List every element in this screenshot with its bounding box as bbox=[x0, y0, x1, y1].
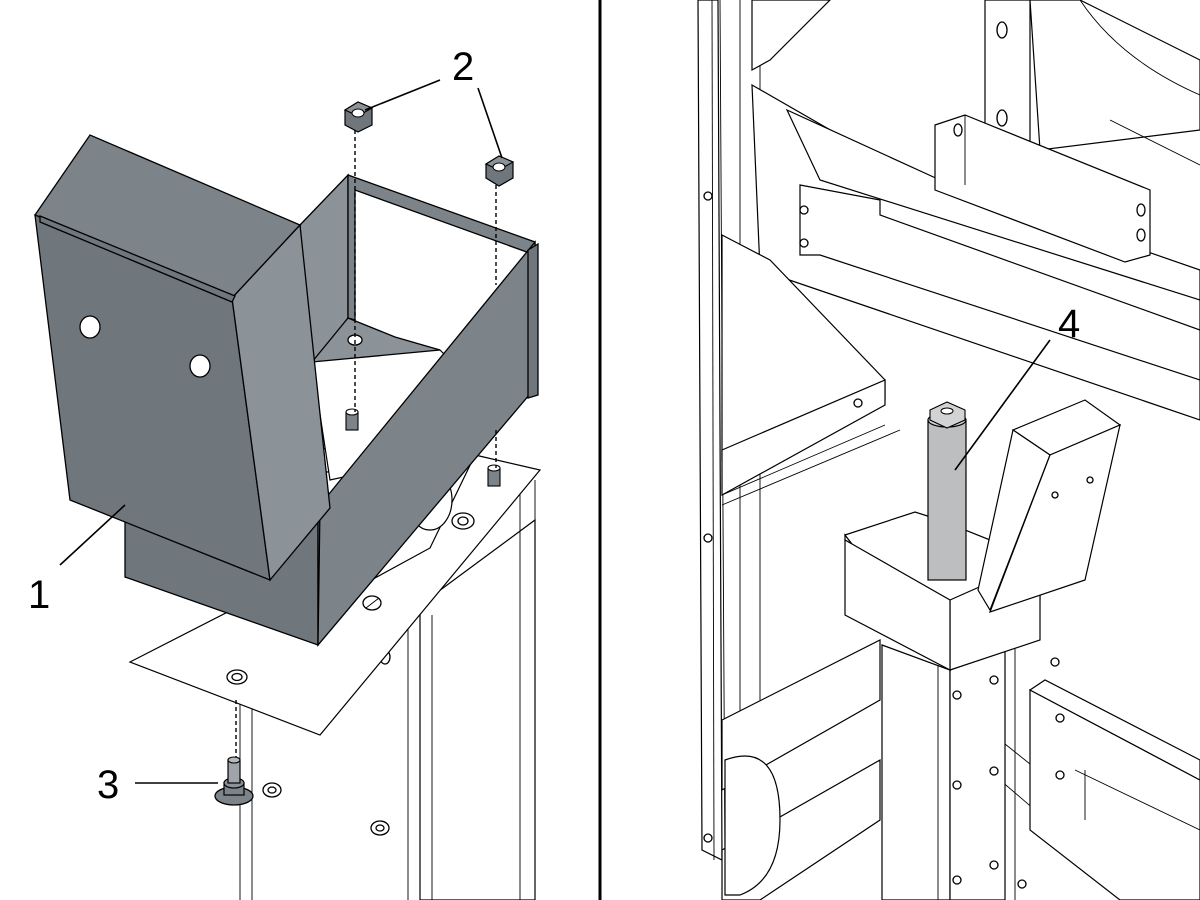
right-pedestal bbox=[881, 644, 1016, 900]
pin-screw bbox=[214, 756, 254, 806]
nut-left bbox=[343, 101, 374, 133]
right-panel: 4 bbox=[697, 0, 1200, 900]
nut-right bbox=[484, 155, 515, 187]
housing-box bbox=[34, 134, 539, 647]
callout-4: 4 bbox=[1058, 302, 1080, 346]
callout-1: 1 bbox=[28, 573, 50, 617]
left-panel: 1 2 3 bbox=[28, 45, 542, 900]
shelf bbox=[721, 234, 901, 506]
callout-3: 3 bbox=[97, 763, 119, 807]
upper-machinery bbox=[751, 0, 1200, 421]
base-structure bbox=[721, 639, 1200, 900]
leader-4 bbox=[954, 339, 1051, 471]
callout-2: 2 bbox=[452, 45, 474, 89]
studs bbox=[345, 408, 501, 487]
leader-2b bbox=[477, 87, 503, 159]
rod bbox=[927, 401, 967, 581]
leader-2a bbox=[364, 79, 441, 111]
right-lid bbox=[977, 399, 1122, 613]
right-housing-box bbox=[844, 511, 1041, 672]
leader-1 bbox=[59, 504, 126, 566]
